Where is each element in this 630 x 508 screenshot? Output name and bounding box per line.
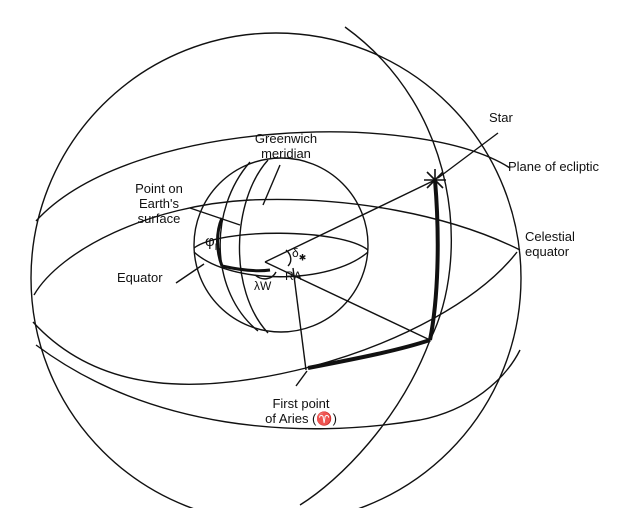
earth-equator-back xyxy=(193,232,369,251)
label-first-point-of-aries: First point of Aries (♈) xyxy=(256,396,346,426)
heavy-earth-equator xyxy=(221,264,271,273)
ray-to-aries xyxy=(292,267,307,371)
leader-star xyxy=(437,132,499,179)
delta-symbol: δ xyxy=(292,246,299,260)
label-delta-star: δ✱ xyxy=(292,246,306,265)
delta-arc xyxy=(285,249,292,267)
heavy-earth-meridian xyxy=(216,217,224,267)
label-greenwich-line1: Greenwich xyxy=(254,131,318,146)
delta-subscript: ✱ xyxy=(298,252,307,263)
lambda-subscript: W xyxy=(260,279,272,293)
earth-local-meridian xyxy=(219,161,259,332)
label-aries-line2: of Aries (♈) xyxy=(265,411,337,426)
leader-greenwich xyxy=(262,164,281,206)
heavy-star-arc xyxy=(428,179,440,341)
label-equator: Equator xyxy=(117,270,163,285)
label-celestial-equator: Celestial equator xyxy=(525,229,575,259)
lambda-arc xyxy=(254,271,277,280)
ray-to-star xyxy=(264,179,436,263)
label-celestial-equator-line1: Celestial xyxy=(525,229,575,244)
label-celestial-equator-line2: equator xyxy=(525,244,570,259)
label-point-line1: Point on xyxy=(135,181,183,196)
label-greenwich-line2: meridian xyxy=(261,146,311,161)
label-point-on-earth: Point on Earth's surface xyxy=(124,181,194,226)
lambda-symbol: λ xyxy=(254,279,260,293)
phi-subscript: N xyxy=(214,242,222,252)
leader-equator xyxy=(175,263,205,284)
earth-equator-front xyxy=(193,251,369,278)
star-hour-circle xyxy=(299,26,452,506)
label-point-line3: surface xyxy=(137,211,181,226)
heavy-ecliptic-arc xyxy=(307,338,431,370)
ray-to-corner xyxy=(264,261,431,341)
celestial-equator-front xyxy=(35,344,521,430)
ecliptic-front xyxy=(32,251,518,386)
label-plane-of-ecliptic: Plane of ecliptic xyxy=(508,159,600,174)
label-star: Star xyxy=(489,110,513,125)
label-point-line2: Earth's xyxy=(138,196,180,211)
earth-sphere xyxy=(193,157,369,333)
greenwich-meridian xyxy=(238,159,269,334)
label-lambda-w: λW xyxy=(254,279,271,294)
ecliptic-back xyxy=(35,131,511,222)
ray-point-surface xyxy=(189,207,241,226)
label-greenwich-meridian: Greenwich meridian xyxy=(250,131,322,161)
label-ra: RA xyxy=(285,269,302,283)
phi-symbol: φ xyxy=(205,233,215,250)
celestial-sphere xyxy=(30,32,522,508)
leader-aries xyxy=(295,370,308,387)
celestial-equator-back xyxy=(33,198,521,296)
label-phi-n: φN xyxy=(205,234,221,255)
star-icon xyxy=(424,169,446,191)
label-aries-line1: First point xyxy=(272,396,330,411)
